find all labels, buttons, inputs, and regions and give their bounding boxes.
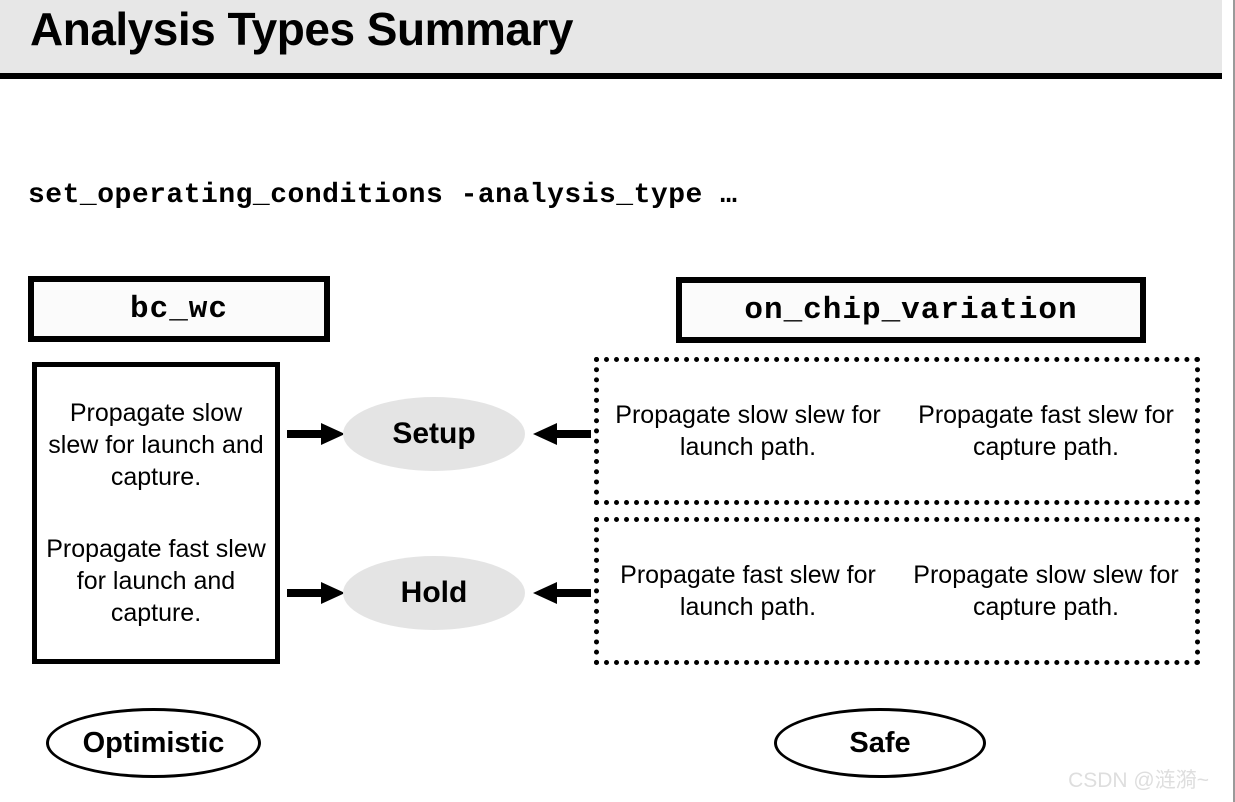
ocv-setup-description-box: Propagate slow slew for launch path. Pro… <box>594 357 1200 505</box>
mode-box-on-chip-variation-label: on_chip_variation <box>744 292 1078 328</box>
check-ellipse-hold-label: Hold <box>400 576 468 609</box>
verdict-ellipse-optimistic: Optimistic <box>46 708 261 778</box>
ocv-setup-capture-cell: Propagate fast slew for capture path. <box>918 400 1174 462</box>
arrow-bc-wc-to-hold-icon <box>287 582 345 604</box>
check-ellipse-setup-label: Setup <box>392 417 476 450</box>
ocv-hold-capture-cell: Propagate slow slew for capture path. <box>913 560 1179 622</box>
check-ellipse-setup: Setup <box>343 397 525 471</box>
arrow-ocv-to-hold-icon <box>533 582 591 604</box>
arrow-bc-wc-to-setup-icon <box>287 423 345 445</box>
header-divider-rule <box>0 73 1222 79</box>
command-line-text: set_operating_conditions -analysis_type … <box>28 180 738 211</box>
verdict-ellipse-safe: Safe <box>774 708 986 778</box>
bc-wc-description-box: Propagate slow slew for launch and captu… <box>32 362 280 664</box>
mode-box-on-chip-variation: on_chip_variation <box>676 277 1146 343</box>
ocv-hold-description-box: Propagate fast slew for launch path. Pro… <box>594 517 1200 665</box>
ocv-setup-launch-cell: Propagate slow slew for launch path. <box>615 400 881 462</box>
watermark-text: CSDN @涟漪~ <box>1068 769 1209 792</box>
header-band <box>0 0 1222 73</box>
arrow-ocv-to-setup-icon <box>533 423 591 445</box>
page-title: Analysis Types Summary <box>30 3 573 55</box>
check-ellipse-hold: Hold <box>343 556 525 630</box>
mode-box-bc-wc-label: bc_wc <box>129 291 228 327</box>
mode-box-bc-wc: bc_wc <box>28 276 330 342</box>
ocv-hold-launch-cell: Propagate fast slew for launch path. <box>620 560 876 622</box>
verdict-ellipse-optimistic-label: Optimistic <box>82 726 225 759</box>
bc-wc-description-paragraph-hold: Propagate fast slew for launch and captu… <box>46 535 266 627</box>
verdict-ellipse-safe-label: Safe <box>849 726 911 759</box>
bc-wc-description-paragraph-setup: Propagate slow slew for launch and captu… <box>48 399 264 491</box>
